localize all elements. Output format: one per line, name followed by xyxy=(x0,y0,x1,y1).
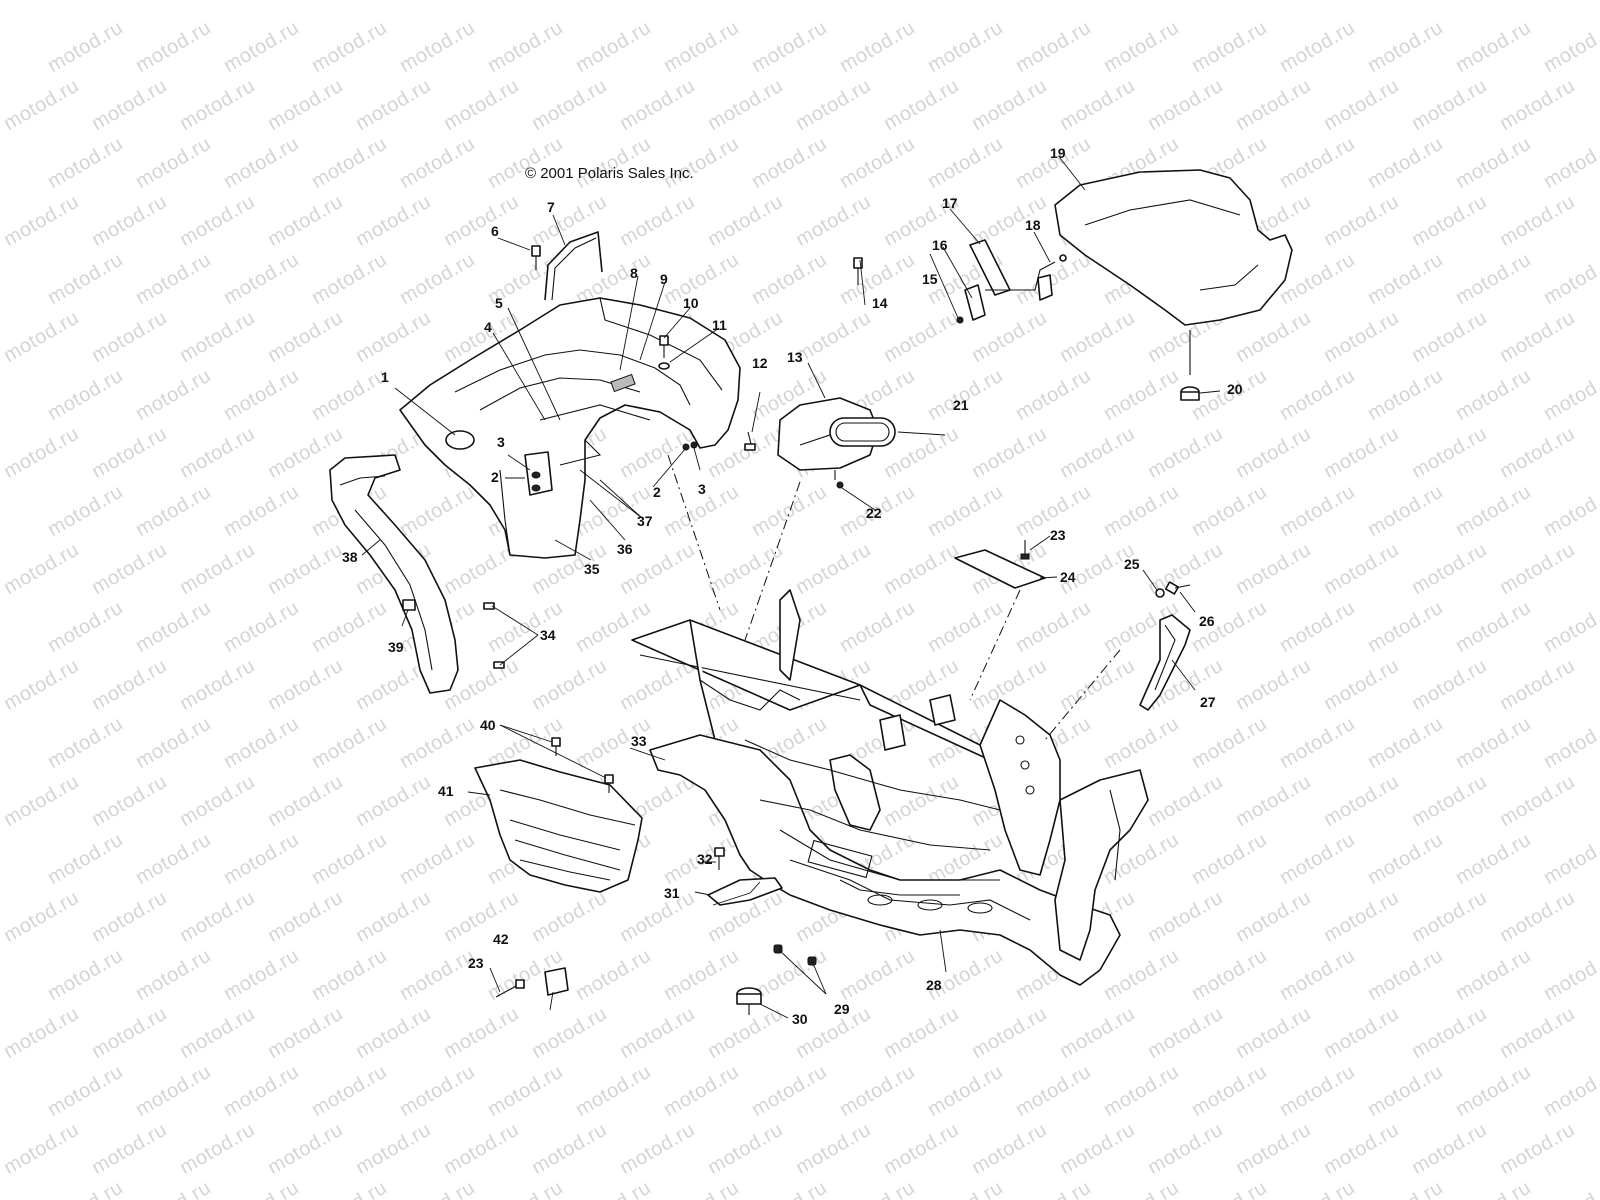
callout-12: 12 xyxy=(752,355,768,371)
washer-11 xyxy=(658,362,670,370)
callout-35: 35 xyxy=(584,561,600,577)
callout-22: 22 xyxy=(866,505,882,521)
screws-34 xyxy=(483,602,505,669)
bolt-14 xyxy=(853,257,863,285)
leader-lines xyxy=(361,157,1221,1019)
callout-6: 6 xyxy=(491,223,499,239)
callout-19: 19 xyxy=(1050,145,1066,161)
callout-34: 34 xyxy=(540,627,556,643)
clip-42 xyxy=(544,967,569,996)
bolt-6 xyxy=(531,245,541,270)
callout-1: 1 xyxy=(381,369,389,385)
screw-23-bottom xyxy=(495,979,525,998)
screw-23-top xyxy=(1020,540,1030,560)
fasteners-25-26 xyxy=(1155,581,1191,598)
seat xyxy=(1054,169,1293,375)
bolt-10 xyxy=(659,335,669,358)
callout-10: 10 xyxy=(683,295,699,311)
callout-5: 5 xyxy=(495,295,503,311)
callout-11: 11 xyxy=(712,317,727,333)
nut-22 xyxy=(836,481,844,489)
callout-14: 14 xyxy=(872,295,888,311)
callout-42: 42 xyxy=(493,931,509,947)
alignment-lines xyxy=(667,454,1121,741)
callout-13: 13 xyxy=(787,349,803,365)
cover-seal xyxy=(829,417,896,447)
callout-37: 37 xyxy=(637,513,653,529)
callout-3: 3 xyxy=(698,481,706,497)
callout-23: 23 xyxy=(1050,527,1066,543)
callout-4: 4 xyxy=(484,319,492,335)
callout-24: 24 xyxy=(1060,569,1076,585)
rear-grab-handle xyxy=(544,231,603,301)
callout-32: 32 xyxy=(697,851,713,867)
footwell xyxy=(474,759,643,893)
battery-plate xyxy=(954,549,1046,589)
callout-7: 7 xyxy=(547,199,555,215)
callout-8: 8 xyxy=(630,265,638,281)
fender-bracket-right xyxy=(682,441,698,451)
seat-bumper xyxy=(1180,386,1200,401)
seat-latch-assembly xyxy=(956,239,1067,324)
callout-9: 9 xyxy=(660,271,668,287)
callout-30: 30 xyxy=(792,1011,808,1027)
callout-27: 27 xyxy=(1200,694,1216,710)
callout-21: 21 xyxy=(953,397,969,413)
fender-bracket-left xyxy=(524,451,553,496)
callout-39: 39 xyxy=(388,639,404,655)
callout-18: 18 xyxy=(1025,217,1041,233)
callout-15: 15 xyxy=(922,271,938,287)
callout-16: 16 xyxy=(932,237,948,253)
side-bracket xyxy=(1139,614,1191,711)
callout-17: 17 xyxy=(942,195,958,211)
callout-25: 25 xyxy=(1124,556,1140,572)
nuts-29 xyxy=(773,944,817,966)
bolt-32 xyxy=(714,847,725,870)
callout-40: 40 xyxy=(480,717,496,733)
callout-36: 36 xyxy=(617,541,633,557)
callout-28: 28 xyxy=(926,977,942,993)
callout-23: 23 xyxy=(468,955,484,971)
callout-31: 31 xyxy=(664,885,680,901)
callout-38: 38 xyxy=(342,549,358,565)
callout-2: 2 xyxy=(491,469,499,485)
callout-33: 33 xyxy=(631,733,647,749)
callout-41: 41 xyxy=(438,783,454,799)
rear-fender xyxy=(399,297,741,559)
main-frame xyxy=(631,589,1149,986)
callout-2: 2 xyxy=(653,484,661,500)
callout-20: 20 xyxy=(1227,381,1243,397)
callout-3: 3 xyxy=(497,434,505,450)
fender-flare xyxy=(329,454,459,694)
copyright-notice: © 2001 Polaris Sales Inc. xyxy=(525,165,694,182)
clip-39 xyxy=(402,599,416,611)
frame-bumper xyxy=(736,987,762,1015)
bolt-12 xyxy=(744,431,756,451)
callout-26: 26 xyxy=(1199,613,1215,629)
callout-29: 29 xyxy=(834,1001,850,1017)
bracket-31 xyxy=(707,877,783,906)
